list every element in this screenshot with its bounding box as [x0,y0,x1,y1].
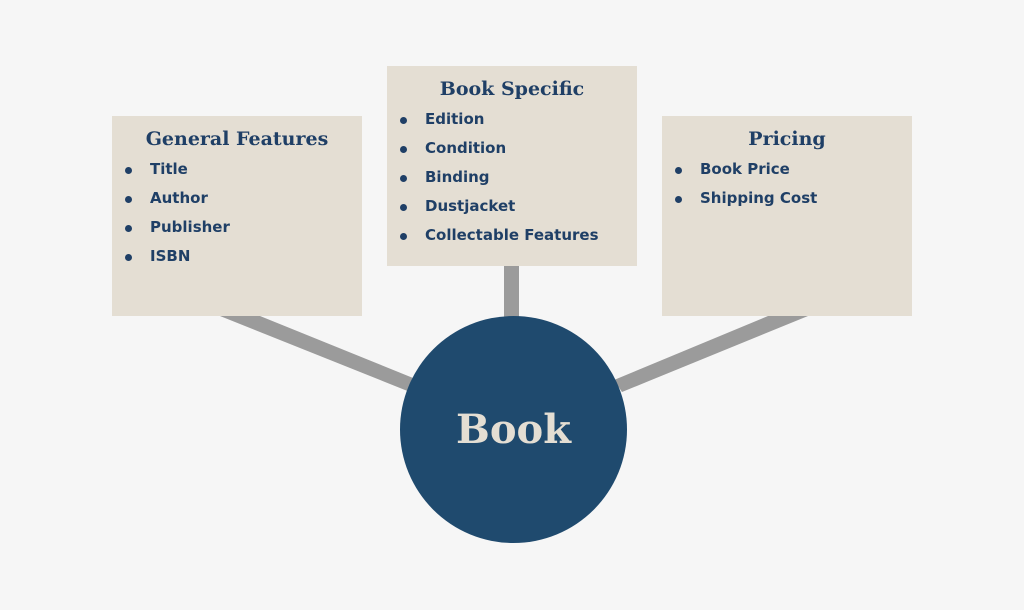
pricing-list: Book Price Shipping Cost [662,155,912,213]
hub-label: Book [456,406,571,453]
list-item: Dustjacket [400,192,637,221]
pricing-title: Pricing [748,128,826,150]
list-item: Shipping Cost [675,184,912,213]
connector-book-specific [504,266,519,318]
pricing-card: Pricing Book Price Shipping Cost [662,116,912,316]
list-item: Binding [400,163,637,192]
book-specific-title: Book Specific [439,78,585,100]
list-item: ISBN [125,242,362,271]
general-features-list: Title Author Publisher ISBN [112,155,362,271]
connector-general [220,316,418,392]
list-item: Title [125,155,362,184]
book-specific-card: Book Specific Edition Condition Binding … [387,66,637,266]
list-item: Condition [400,134,637,163]
book-hub-circle: Book [400,316,627,543]
connector-pricing [614,316,808,392]
list-item: Author [125,184,362,213]
list-item: Book Price [675,155,912,184]
general-features-card: General Features Title Author Publisher … [112,116,362,316]
book-specific-list: Edition Condition Binding Dustjacket Col… [387,105,637,250]
list-item: Collectable Features [400,221,637,250]
list-item: Edition [400,105,637,134]
list-item: Publisher [125,213,362,242]
general-features-title: General Features [145,128,329,150]
